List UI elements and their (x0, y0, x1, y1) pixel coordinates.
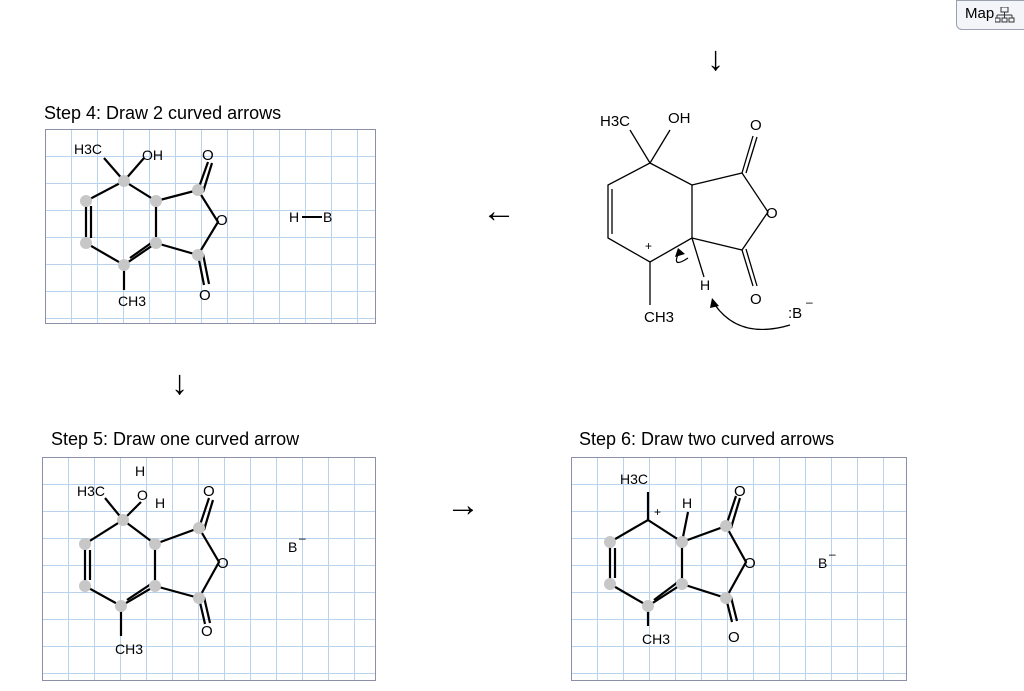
left-arrow: ← (482, 192, 516, 230)
step4-b: B (323, 209, 332, 225)
step4-o-bottom: O (199, 287, 211, 304)
step6-ch3: CH3 (642, 631, 670, 647)
step4-canvas[interactable]: H3C OH O O O CH3 H B (45, 129, 376, 324)
step4-h: H (289, 209, 299, 225)
step6-plus: + (654, 505, 661, 519)
ring-o: O (766, 205, 778, 222)
reference-structure: H3C OH O O O H + CH3 :B – (600, 110, 813, 330)
step6-b: B (818, 555, 827, 571)
step6-o-ring: O (744, 555, 756, 572)
down-arrow-middle: ↓ (171, 364, 188, 402)
ch3-label: CH3 (644, 309, 674, 326)
carbonyl-o-top: O (750, 117, 762, 134)
right-arrow: → (446, 486, 480, 524)
step4-title: Step 4: Draw 2 curved arrows (44, 103, 282, 123)
step4-ch3: CH3 (118, 293, 146, 309)
h3c-label: H3C (600, 113, 630, 130)
base-label: :B (788, 305, 802, 322)
step5-h3c: H3C (77, 483, 105, 499)
step6-minus: – (829, 547, 836, 561)
step5-ch3: CH3 (115, 641, 143, 657)
map-button[interactable]: Map (956, 0, 1024, 30)
h-label: H (700, 277, 710, 293)
step6-title: Step 6: Draw two curved arrows (579, 429, 835, 449)
step5-o-ring: O (217, 555, 229, 572)
step5-minus: – (299, 531, 306, 545)
step5-o: O (137, 487, 148, 503)
step6-o-top: O (734, 483, 746, 500)
step5-o-bottom: O (201, 623, 213, 640)
step5-title: Step 5: Draw one curved arrow (51, 429, 300, 449)
step6-molecule: H3C H + O O O CH3 B – (604, 471, 836, 647)
oh-label: OH (668, 110, 691, 127)
step4-o-top: O (202, 147, 214, 164)
step6-h3c: H3C (620, 471, 648, 487)
step4-h3c: H3C (74, 141, 102, 157)
sitemap-icon (995, 7, 1015, 23)
step4-o-ring: O (216, 212, 228, 229)
step5-o-top: O (203, 483, 215, 500)
step6-h: H (682, 495, 692, 511)
down-arrow-top: ↓ (707, 40, 724, 78)
step6-canvas[interactable]: H3C H + O O O CH3 B – (571, 457, 907, 681)
carbonyl-o-bottom: O (750, 291, 762, 308)
step6-o-bottom: O (728, 629, 740, 646)
step5-canvas[interactable]: H3C H O H O O O CH3 B – (42, 457, 376, 681)
base-minus: – (806, 295, 813, 309)
step4-molecule: H3C OH O O O CH3 H B (74, 141, 332, 309)
step5-h-top: H (135, 463, 145, 479)
plus-charge: + (645, 239, 652, 253)
step5-molecule: H3C H O H O O O CH3 B – (77, 463, 306, 657)
step5-h-side: H (155, 495, 165, 511)
map-label: Map (965, 5, 995, 22)
step5-b: B (288, 539, 297, 555)
step4-oh: OH (142, 147, 163, 163)
